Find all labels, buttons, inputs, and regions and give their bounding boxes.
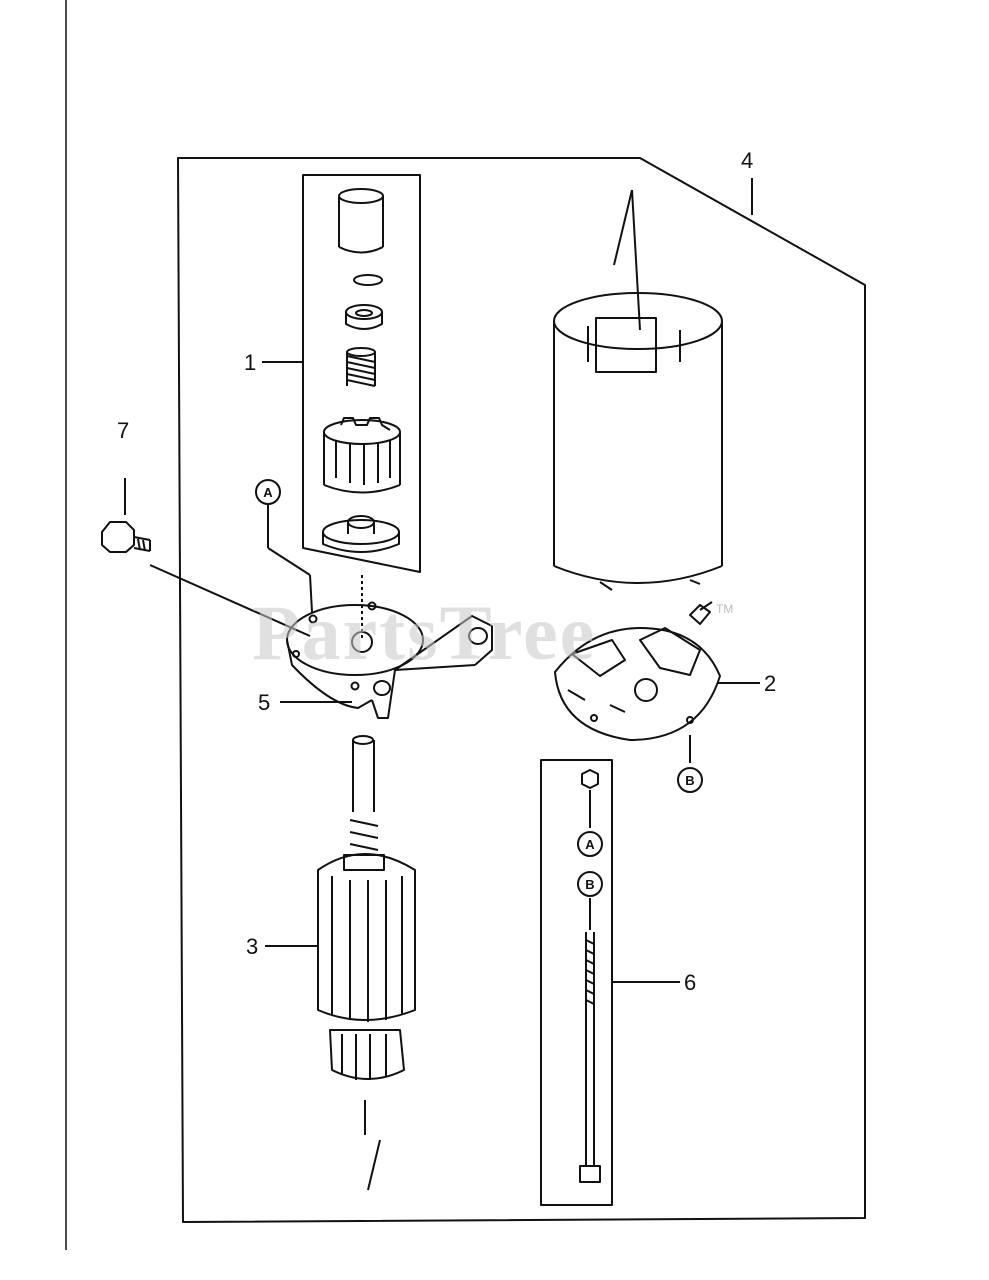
callout-4: 4 <box>741 148 754 173</box>
nut <box>581 769 599 789</box>
housing-axis-2 <box>631 189 641 331</box>
kit-box-6 <box>540 759 613 1206</box>
drive-cap <box>338 188 384 254</box>
callout-6: 6 <box>684 970 697 995</box>
brush-plate <box>554 601 721 741</box>
assembly-frame <box>177 157 866 1223</box>
bolt-axis <box>149 564 311 637</box>
callout-1: 1 <box>244 350 257 375</box>
ref-a-bracket: A <box>255 479 281 505</box>
watermark: PartsTree <box>252 589 597 676</box>
armature <box>317 735 416 1080</box>
housing-axis-1 <box>613 189 633 266</box>
callout-7: 7 <box>117 418 130 443</box>
kit-box-1 <box>302 174 421 573</box>
watermark-tm: TM <box>716 602 734 616</box>
through-bolt <box>579 932 601 1183</box>
snap-ring <box>353 274 383 286</box>
callout-3: 3 <box>246 934 259 959</box>
callout-2: 2 <box>764 671 777 696</box>
anti-drift-spring <box>346 347 376 387</box>
ref-b-kit: B <box>577 871 603 897</box>
ref-a-kit: A <box>577 831 603 857</box>
drive-end-cap-bracket <box>286 601 493 719</box>
armature-axis-bottom <box>367 1139 381 1191</box>
drive-base <box>322 515 400 553</box>
ref-b-brush-plate: B <box>677 767 703 793</box>
pinion-gear <box>323 417 401 494</box>
mounting-bolt <box>101 521 151 553</box>
stop-collar <box>345 304 383 330</box>
callout-5: 5 <box>258 690 271 715</box>
motor-housing <box>553 292 723 591</box>
